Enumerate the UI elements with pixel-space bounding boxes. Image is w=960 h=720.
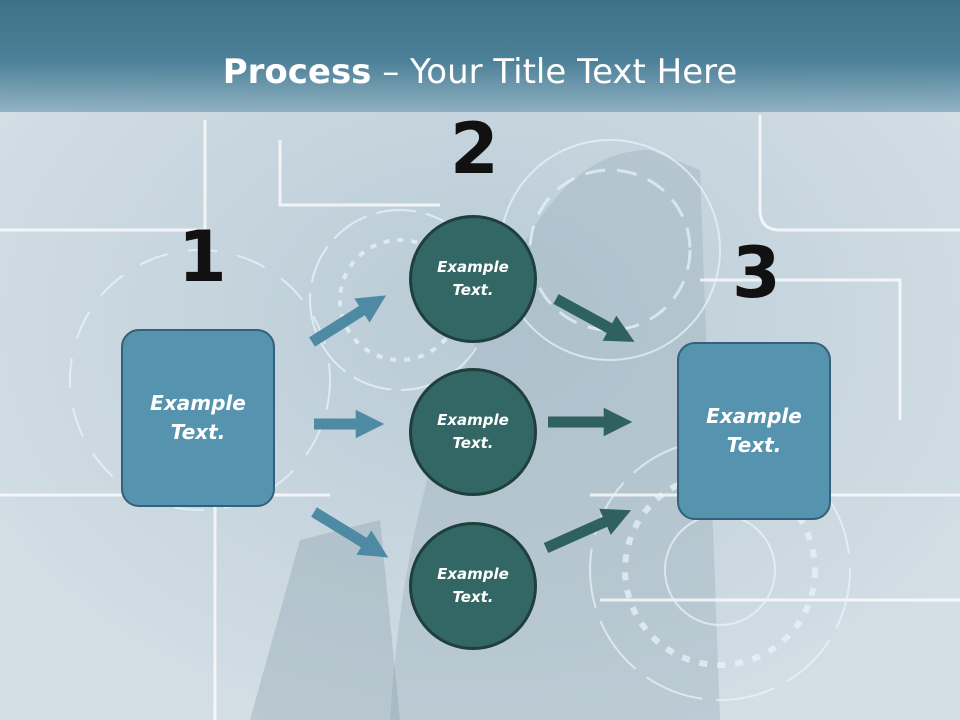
step1-box: Example Text. — [121, 329, 275, 507]
step-number-3: 3 — [732, 232, 781, 314]
title-bar — [0, 0, 960, 112]
step2-circle-3: Example Text. — [409, 522, 537, 650]
step-number-1: 1 — [178, 216, 227, 298]
arrow-1-to-2a — [309, 295, 387, 347]
title-bold: Process — [222, 52, 372, 92]
arrow-2a-to-3 — [553, 294, 635, 342]
step-number-2: 2 — [450, 108, 499, 190]
arrow-1-to-2c — [311, 507, 389, 558]
step2-circle-1: Example Text. — [409, 215, 537, 343]
step3-box: Example Text. — [677, 342, 831, 520]
slide-title: Process – Your Title Text Here — [0, 52, 960, 92]
step2-circle-2: Example Text. — [409, 368, 537, 496]
arrow-2c-to-3 — [543, 508, 632, 554]
title-rest: – Your Title Text Here — [371, 52, 738, 92]
